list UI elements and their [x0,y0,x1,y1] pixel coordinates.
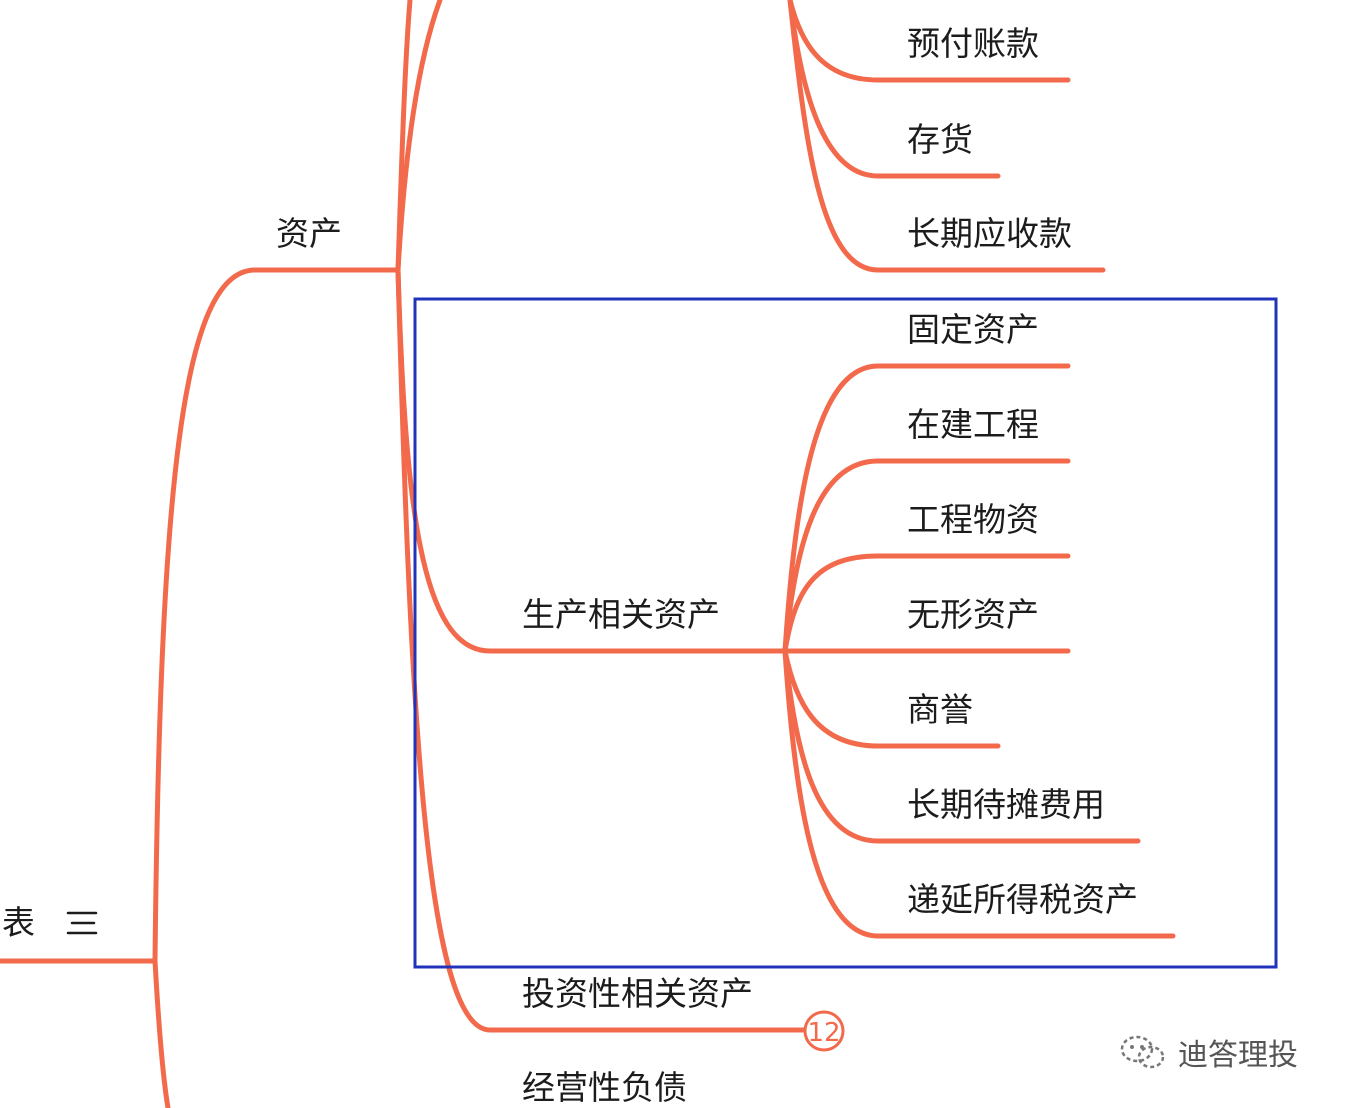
node-upper-1[interactable]: 预付账款 [907,24,1039,63]
edge-assets-investment [395,267,808,1033]
highlight-box [413,297,1278,969]
node-prod-3[interactable]: 工程物资 [907,500,1039,539]
edge-assets-production [395,267,788,654]
watermark: 迪答理投 [1118,1030,1298,1074]
edge-root-assets [152,267,401,964]
node-prod-6[interactable]: 长期待摊费用 [907,785,1105,824]
node-prod-7[interactable]: 递延所得税资产 [907,880,1138,919]
collapse-badge[interactable]: 12 [803,1010,845,1052]
root-label[interactable]: 表 [2,903,35,942]
notes-icon[interactable] [66,911,98,935]
edge-prod-1 [782,363,1071,654]
edge-root-down [152,958,171,1108]
edge-upper-3 [787,0,1106,273]
node-upper-3[interactable]: 长期应收款 [907,214,1072,253]
node-production[interactable]: 生产相关资产 [522,595,720,634]
collapse-count: 12 [807,1018,840,1048]
edge-prod-7 [782,648,1176,939]
node-operating-liabilities[interactable]: 经营性负债 [522,1068,687,1107]
node-upper-2[interactable]: 存货 [907,120,973,159]
wechat-icon [1120,1035,1165,1069]
node-investment[interactable]: 投资性相关资产 [522,974,753,1013]
edge-prod-2 [782,458,1071,654]
node-prod-5[interactable]: 商誉 [907,690,973,729]
node-prod-1[interactable]: 固定资产 [907,310,1039,349]
watermark-text: 迪答理投 [1178,1038,1298,1073]
node-prod-4[interactable]: 无形资产 [907,595,1039,634]
edge-assets-up-right [395,0,443,273]
node-prod-2[interactable]: 在建工程 [907,405,1039,444]
node-assets[interactable]: 资产 [276,214,342,253]
edge-prod-3 [782,553,1071,654]
